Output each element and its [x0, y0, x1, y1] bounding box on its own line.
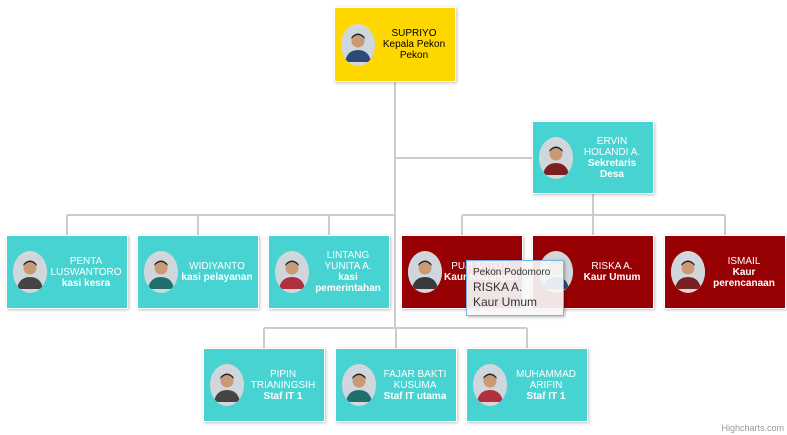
person-photo-icon [408, 251, 442, 293]
node-title: Kepala Pekon [382, 39, 446, 50]
node-tooltip: Pekon Podomoro RISKA A. Kaur Umum [466, 260, 564, 316]
node-title: Sekretaris Desa [587, 157, 637, 180]
node-name: PIPIN TRIANINGSIH [250, 368, 316, 391]
node-name: ERVIN HOLANDI A. [583, 135, 641, 158]
person-photo-icon [671, 251, 705, 293]
tooltip-title: Kaur Umum [473, 295, 538, 309]
person-photo-icon [275, 251, 309, 293]
node-title: Staf IT utama [383, 390, 447, 402]
node-title: kasi kesra [61, 277, 111, 289]
node-title: Kaur perencanaan [713, 266, 775, 289]
node-lintang[interactable]: LINTANG YUNITA A.kasi pemerintahan [268, 235, 390, 309]
tooltip-name: RISKA A. [473, 280, 523, 294]
person-photo-icon [342, 364, 376, 406]
person-photo-icon [13, 251, 47, 293]
node-name: PENTA LUSWANTORO [50, 255, 122, 278]
node-title: kasi pelayanan [181, 272, 253, 283]
node-label: ERVIN HOLANDI A.Sekretaris Desa [573, 136, 649, 180]
node-title: Staf IT 1 [526, 390, 566, 402]
node-name: RISKA A. [591, 261, 633, 272]
person-photo-icon [144, 251, 178, 293]
node-title: Staf IT 1 [263, 390, 303, 402]
tooltip-header: Pekon Podomoro [473, 267, 551, 278]
node-name: LINTANG YUNITA A. [324, 250, 372, 272]
node-name: WIDIYANTO [189, 261, 245, 272]
node-ervin[interactable]: ERVIN HOLANDI A.Sekretaris Desa [532, 121, 654, 194]
credits-link[interactable]: Highcharts.com [721, 423, 784, 433]
node-title-2: Pekon [399, 50, 429, 61]
node-label: RISKA A.Kaur Umum [573, 261, 649, 283]
node-title: Kaur Umum [583, 272, 641, 283]
node-name: FAJAR BAKTI KUSUMA [383, 368, 447, 391]
node-name: MUHAMMAD ARIFIN [516, 368, 576, 391]
node-name: ISMAIL [727, 255, 761, 267]
node-name: SUPRIYO [391, 28, 437, 39]
person-photo-icon [341, 23, 375, 66]
node-label: LINTANG YUNITA A.kasi pemerintahan [309, 250, 385, 294]
node-title: kasi pemerintahan [315, 272, 381, 294]
person-photo-icon [210, 364, 244, 406]
person-photo-icon [539, 136, 573, 179]
person-photo-icon [473, 364, 507, 406]
